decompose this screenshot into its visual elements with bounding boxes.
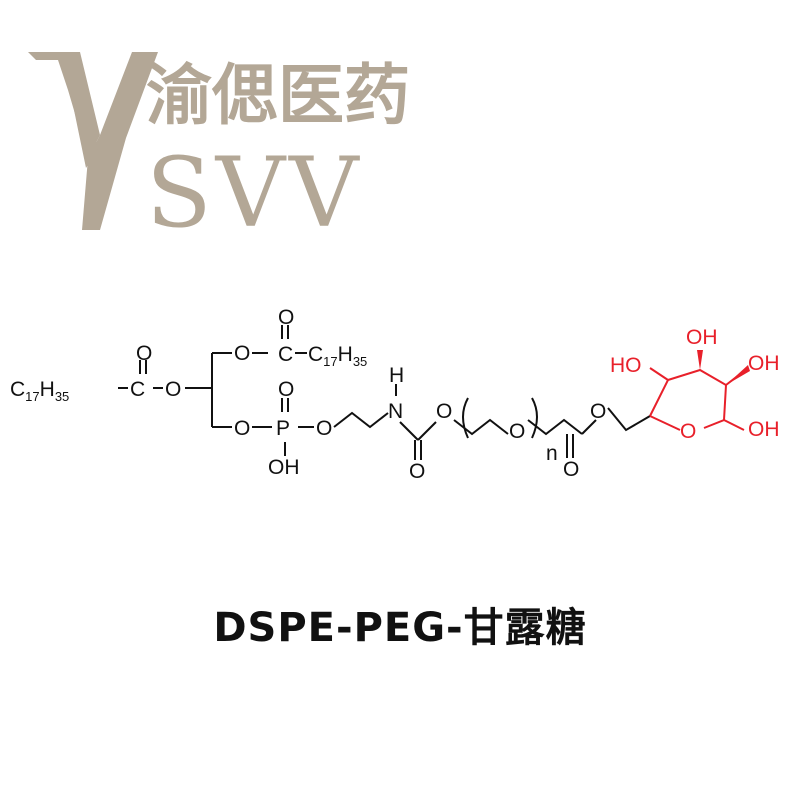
chem-labels-red: O HO OH OH OH — [610, 326, 780, 443]
company-name: 渝偲医药 — [146, 57, 410, 134]
svg-text:O: O — [436, 400, 452, 423]
svg-text:O: O — [509, 420, 525, 443]
mannose-bonds — [649, 367, 749, 431]
chem-labels-black: C17H35 C O O O C O C17H35 O P O OH O H N… — [10, 306, 606, 483]
svg-text:C17H35: C17H35 — [308, 343, 367, 369]
svg-text:O: O — [278, 306, 294, 329]
svg-text:O: O — [409, 460, 425, 483]
svg-text:O: O — [563, 458, 579, 481]
svg-text:O: O — [316, 417, 332, 440]
svg-text:O: O — [234, 417, 250, 440]
svg-text:OH: OH — [686, 326, 718, 349]
svg-text:O: O — [165, 378, 181, 401]
svv-logo: 渝偲医药 SVV — [28, 52, 410, 249]
svg-text:O: O — [590, 400, 606, 423]
logo-letters: SVV — [146, 137, 362, 249]
svg-text:O: O — [278, 378, 294, 401]
svg-text:O: O — [136, 342, 152, 365]
svg-text:C: C — [278, 343, 293, 366]
mannose-wedges — [697, 350, 750, 385]
svg-text:n: n — [546, 442, 558, 465]
svg-text:OH: OH — [268, 456, 300, 479]
svg-text:C: C — [130, 378, 145, 401]
compound-name: DSPE-PEG-甘露糖 — [213, 605, 587, 651]
svg-text:O: O — [234, 342, 250, 365]
svg-text:H: H — [389, 364, 404, 387]
svg-text:OH: OH — [748, 352, 780, 375]
svg-text:N: N — [388, 400, 403, 423]
svg-text:P: P — [276, 417, 290, 440]
svg-text:OH: OH — [748, 418, 780, 441]
svg-text:HO: HO — [610, 354, 642, 377]
svg-text:O: O — [680, 420, 696, 443]
svv-logo-icon — [28, 52, 158, 230]
chemical-structure: C17H35 C O O O C O C17H35 O P O OH O H N… — [10, 306, 780, 483]
lipid-peg-bonds — [118, 325, 651, 460]
svg-text:C17H35: C17H35 — [10, 378, 69, 404]
